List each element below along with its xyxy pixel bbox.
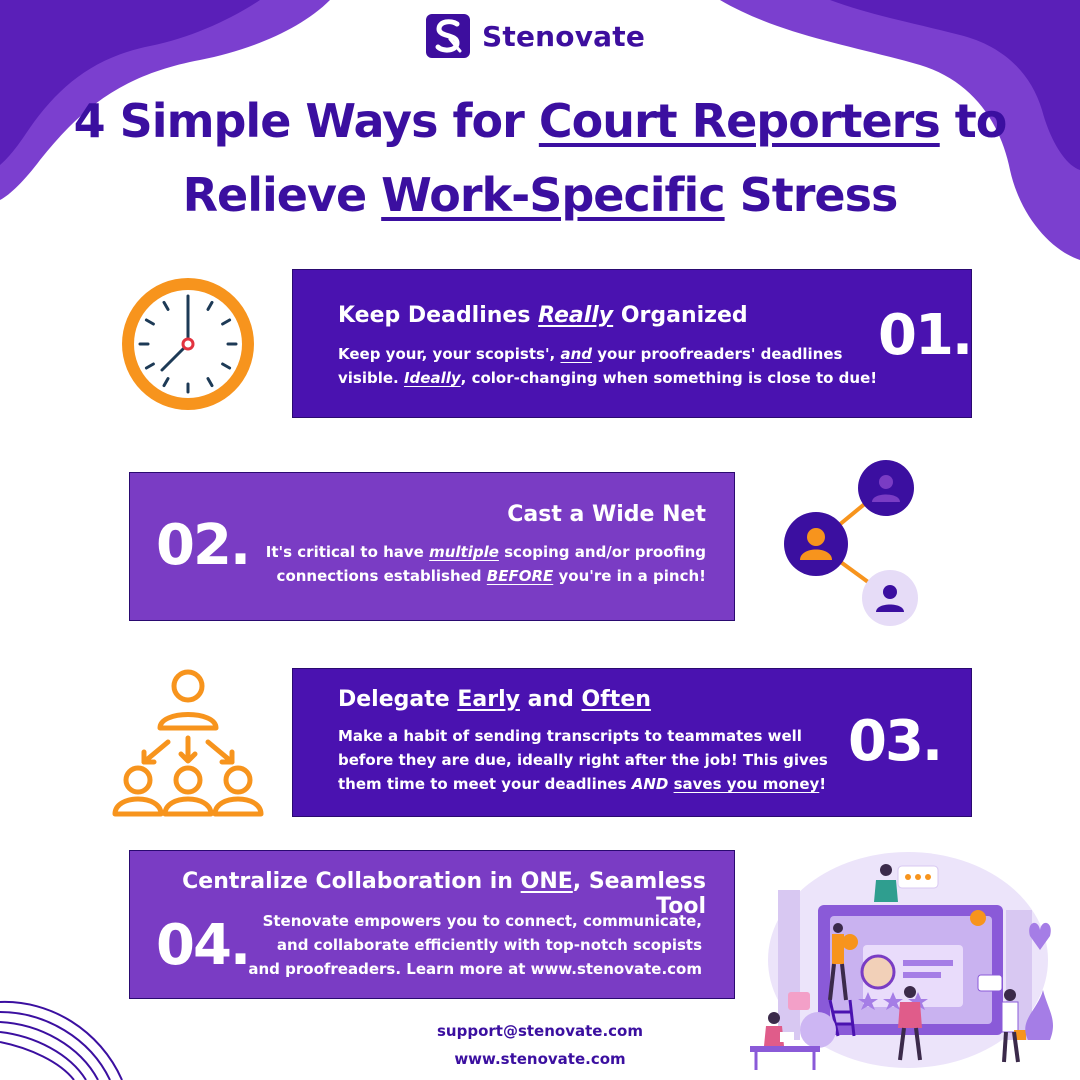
- tip-heading-4: Centralize Collaboration in ONE, Seamles…: [130, 869, 706, 919]
- tip-body-2: It's critical to have multiple scoping a…: [246, 540, 706, 588]
- tip-card-4: Centralize Collaboration in ONE, Seamles…: [129, 850, 735, 999]
- logo-s-icon: [426, 14, 470, 58]
- tip-number-1: 01.: [878, 303, 973, 368]
- footer-email[interactable]: support@stenovate.com: [437, 1022, 643, 1040]
- heading-text: Delegate: [338, 687, 458, 712]
- tip-number-2: 02.: [156, 513, 251, 578]
- tip-card-1: Keep Deadlines Really Organized Keep you…: [292, 269, 973, 418]
- heading-text: and: [519, 687, 582, 712]
- tip-card-3: Delegate Early and Often Make a habit of…: [292, 668, 972, 817]
- body-text: your proofreaders' deadlines: [592, 345, 843, 363]
- title-emphasis: Work-Specific: [381, 168, 725, 222]
- heading-emphasis: ONE: [520, 869, 573, 894]
- heading-emphasis: Often: [581, 687, 651, 712]
- heading-emphasis: Early: [457, 687, 520, 712]
- brand-name: Stenovate: [482, 19, 646, 53]
- title-line-2: Relieve Work-Specific Stress: [0, 158, 1080, 232]
- bottom-left-lines: [0, 1000, 123, 1080]
- title-line-1: 4 Simple Ways for Court Reporters to: [0, 84, 1080, 158]
- body-text: !: [819, 775, 827, 793]
- heading-text: Centralize Collaboration in: [182, 869, 521, 894]
- body-emphasis: BEFORE: [486, 567, 554, 585]
- body-text: before they are due, ideally right after…: [338, 751, 828, 769]
- body-text: and proofreaders. Learn more at www.sten…: [248, 960, 702, 978]
- heading-text: Cast a Wide Net: [507, 502, 706, 527]
- tip-body-1: Keep your, your scopists', and your proo…: [338, 342, 898, 390]
- body-emphasis: saves you money: [673, 775, 820, 793]
- body-text: you're in a pinch!: [553, 567, 706, 585]
- body-text: , color-changing when something is close…: [460, 369, 878, 387]
- team-hierarchy-icon: [112, 669, 264, 817]
- body-emphasis: Ideally: [403, 369, 461, 387]
- body-text: Make a habit of sending transcripts to t…: [338, 727, 802, 745]
- top-right-blob: [720, 0, 1080, 260]
- body-emphasis: AND: [631, 775, 669, 793]
- tip-card-2: 02. Cast a Wide Net It's critical to hav…: [129, 472, 735, 621]
- clock-icon: [122, 278, 254, 410]
- heading-text: Organized: [613, 303, 748, 328]
- collaboration-illustration: [750, 852, 1053, 1070]
- footer-website[interactable]: www.stenovate.com: [454, 1050, 626, 1068]
- title-emphasis: Court Reporters: [538, 94, 941, 148]
- brand-logo: Stenovate: [426, 14, 645, 58]
- body-text: Keep your, your scopists',: [338, 345, 561, 363]
- body-text: Stenovate empowers you to connect, commu…: [262, 912, 702, 930]
- title-text: 4 Simple Ways for: [73, 94, 539, 148]
- top-left-blob: [0, 0, 330, 200]
- body-text: scoping and/or proofing: [498, 543, 706, 561]
- tip-heading-2: Cast a Wide Net: [507, 502, 706, 527]
- tip-heading-1: Keep Deadlines Really Organized: [338, 303, 748, 328]
- tip-heading-3: Delegate Early and Often: [338, 687, 651, 712]
- body-emphasis: and: [560, 345, 593, 363]
- body-text: them time to meet your deadlines: [338, 775, 632, 793]
- tip-body-3: Make a habit of sending transcripts to t…: [338, 724, 858, 796]
- body-emphasis: multiple: [429, 543, 499, 561]
- body-text: connections established: [276, 567, 487, 585]
- heading-text: , Seamless Tool: [572, 869, 706, 919]
- tip-number-3: 03.: [848, 709, 943, 774]
- network-people-icon: [784, 460, 918, 626]
- tip-body-4: Stenovate empowers you to connect, commu…: [242, 909, 702, 981]
- body-text: visible.: [338, 369, 404, 387]
- body-text: and collaborate efficiently with top-not…: [276, 936, 702, 954]
- title-text: to: [939, 94, 1008, 148]
- title-text: Stress: [724, 168, 899, 222]
- page-title: 4 Simple Ways for Court Reporters to Rel…: [0, 84, 1080, 232]
- heading-emphasis: Really: [538, 303, 614, 328]
- title-text: Relieve: [182, 168, 382, 222]
- tip-number-4: 04.: [156, 913, 251, 978]
- heading-text: Keep Deadlines: [338, 303, 539, 328]
- body-text: It's critical to have: [265, 543, 430, 561]
